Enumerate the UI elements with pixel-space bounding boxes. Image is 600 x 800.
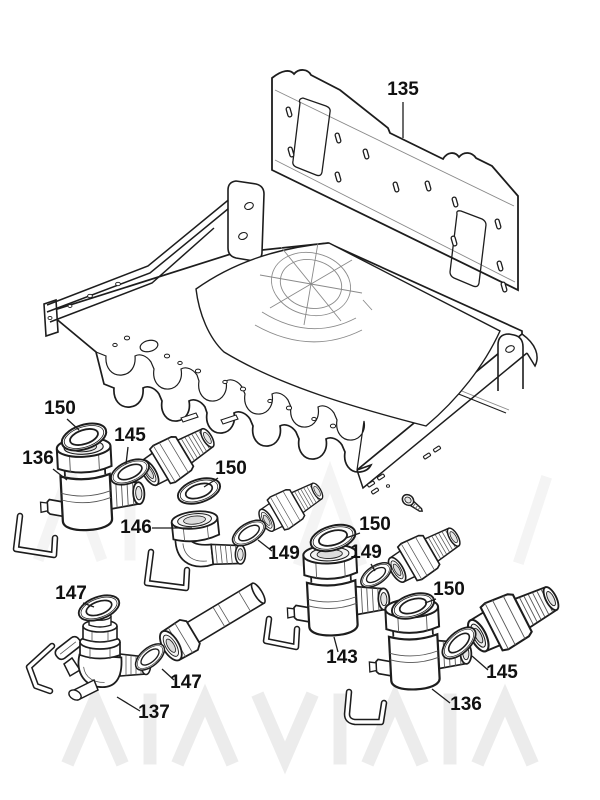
part-label-136-3: 136 <box>22 448 54 469</box>
leader-line-143-10 <box>333 636 339 653</box>
part-label-143-10: 143 <box>326 647 358 668</box>
part-label-150-9: 150 <box>433 579 465 600</box>
part-label-137-15: 137 <box>138 702 170 723</box>
leader-line-149-6 <box>257 539 273 552</box>
part-label-145-11: 145 <box>486 662 518 683</box>
elbow-fitting-146 <box>170 510 247 568</box>
part-label-147-14: 147 <box>170 672 202 693</box>
part-label-145-2: 145 <box>114 425 146 446</box>
part-label-135-0: 135 <box>387 79 419 100</box>
leader-line-137-15 <box>116 696 141 712</box>
gas-cock-137 <box>54 611 152 702</box>
right-mounting-tab <box>497 333 524 391</box>
leader-line-136-12 <box>431 688 451 704</box>
leader-line-147-13 <box>82 602 95 608</box>
leader-line-147-14 <box>161 668 175 681</box>
leader-line-149-8 <box>370 563 376 572</box>
part-label-146-5: 146 <box>120 517 152 538</box>
part-label-150-7: 150 <box>359 514 391 535</box>
part-label-149-6: 149 <box>268 543 300 564</box>
union-fitting-d <box>458 572 569 664</box>
leader-line-150-1 <box>66 418 80 431</box>
template-sheet <box>195 242 501 427</box>
part-label-147-13: 147 <box>55 583 87 604</box>
part-label-150-1: 150 <box>44 398 76 419</box>
plate-holes <box>112 335 337 429</box>
leader-line-150-9 <box>424 598 437 604</box>
valve-lever-handle <box>54 635 82 661</box>
leader-line-145-11 <box>471 655 489 671</box>
bottom-slotted-rail <box>356 333 538 495</box>
leader-line-136-3 <box>52 468 68 481</box>
wall-mounting-bracket-135 <box>271 69 519 294</box>
leader-line-145-2 <box>125 446 129 465</box>
installation-jig-plate <box>43 180 538 495</box>
leader-line-150-7 <box>345 532 361 539</box>
part-label-136-12: 136 <box>450 694 482 715</box>
left-support-rail <box>43 180 265 338</box>
part-label-149-8: 149 <box>350 542 382 563</box>
part-label-150-4: 150 <box>215 458 247 479</box>
leader-line-150-4 <box>203 477 219 488</box>
fixing-screw <box>399 491 427 516</box>
